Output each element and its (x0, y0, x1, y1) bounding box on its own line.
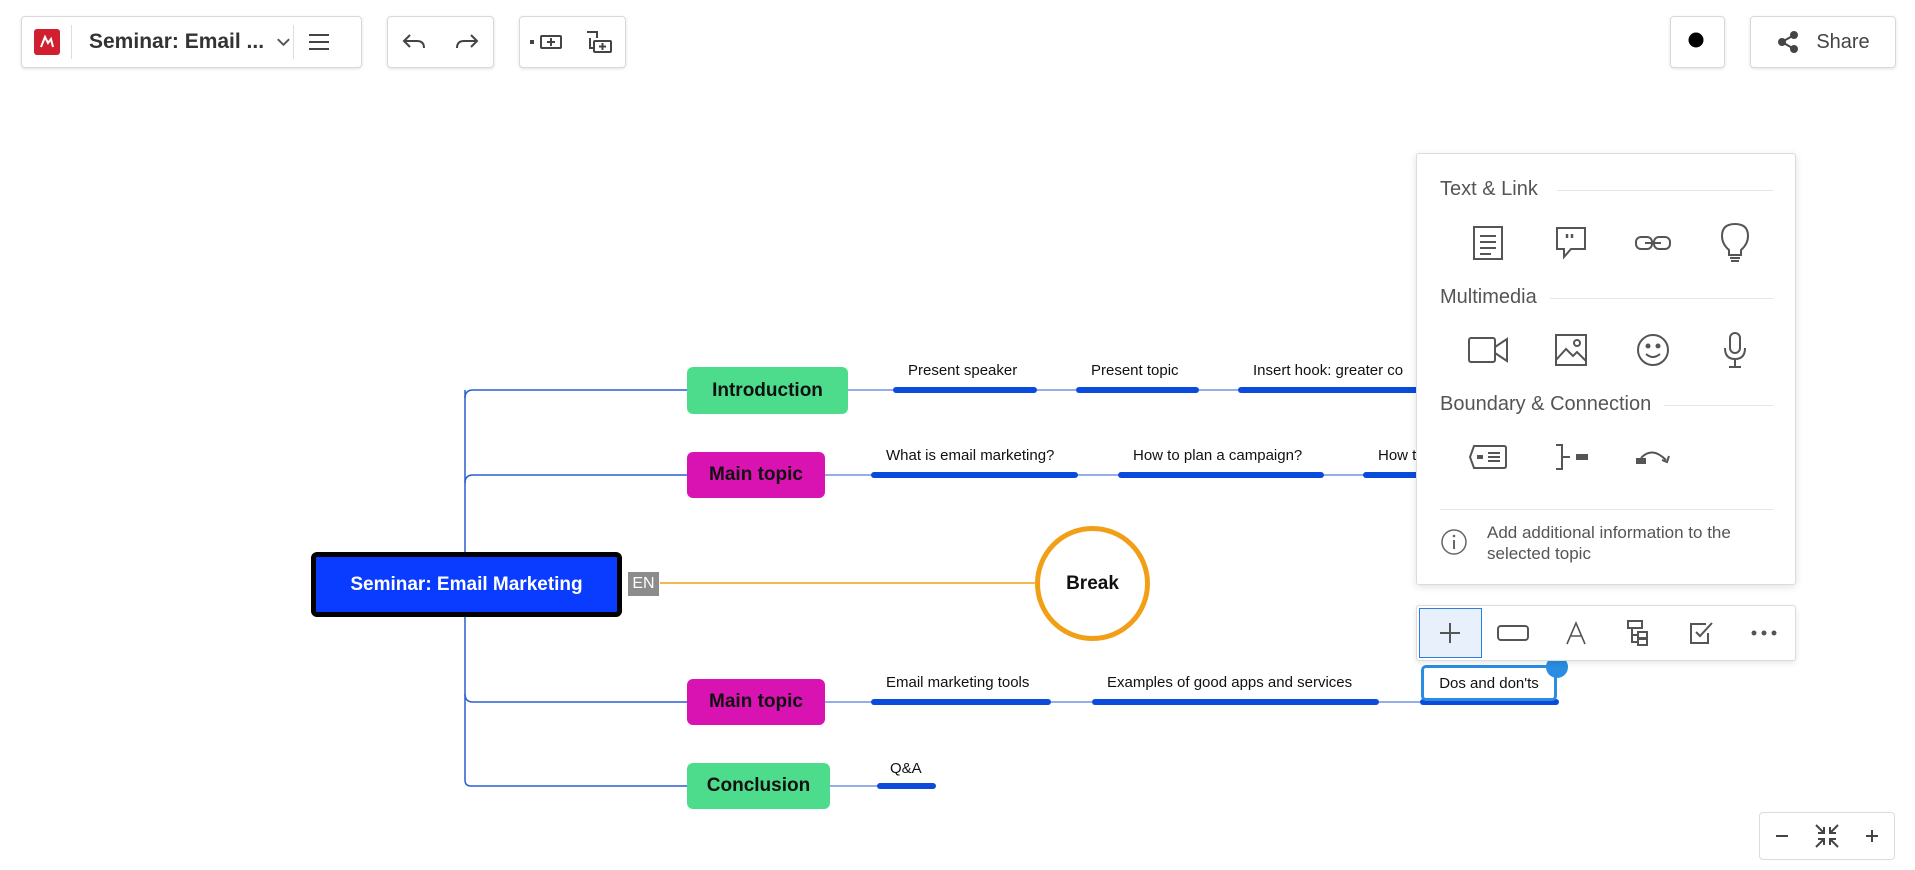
language-badge-label: EN (632, 575, 655, 592)
subtopic[interactable]: Present topic (1091, 362, 1179, 379)
selection-handle[interactable] (1546, 656, 1568, 678)
emoji-button[interactable] (1627, 324, 1679, 376)
notes-button[interactable] (1462, 217, 1514, 269)
root-topic-label: Seminar: Email Marketing (350, 573, 583, 595)
share-button[interactable]: Share (1750, 16, 1896, 68)
search-button[interactable] (1670, 16, 1725, 68)
branch-label: Introduction (712, 379, 823, 401)
redo-icon (455, 34, 479, 49)
checkbox-icon (1690, 622, 1713, 644)
section-title-boundary-connection: Boundary & Connection (1440, 393, 1652, 415)
branch-break[interactable]: Break (1035, 526, 1150, 641)
shape-button[interactable] (1482, 608, 1545, 658)
emoji-icon (1637, 334, 1669, 366)
plus-icon (1440, 623, 1461, 643)
share-icon (1778, 31, 1799, 53)
add-topic-icon (530, 35, 563, 49)
shape-icon (1497, 625, 1529, 641)
history-group (387, 16, 494, 68)
boundary-icon (1468, 445, 1507, 469)
insert-group (519, 16, 626, 68)
image-button[interactable] (1545, 324, 1597, 376)
zoom-in-button[interactable] (1852, 816, 1892, 856)
connection-icon (1636, 451, 1670, 464)
share-label: Share (1816, 30, 1870, 53)
notes-icon (1473, 226, 1503, 260)
video-button[interactable] (1462, 324, 1514, 376)
section-title-multimedia: Multimedia (1440, 286, 1537, 308)
branch-conclusion[interactable]: Conclusion (687, 763, 830, 809)
selected-subtopic-label: Dos and don'ts (1439, 674, 1539, 692)
info-text: Add additional information to the select… (1487, 523, 1731, 563)
layout-button[interactable] (1607, 608, 1670, 658)
subtopic[interactable]: How t (1378, 447, 1416, 464)
branch-main-topic-1[interactable]: Main topic (687, 452, 825, 498)
branch-label: Conclusion (706, 775, 811, 796)
selected-subtopic[interactable]: Dos and don'ts (1421, 665, 1557, 701)
subtopic[interactable]: How to plan a campaign? (1133, 447, 1303, 464)
more-button[interactable] (1732, 608, 1795, 658)
subtopic[interactable]: Present speaker (908, 362, 1018, 379)
redo-button[interactable] (442, 17, 492, 67)
subtopic[interactable]: Insert hook: greater co (1253, 362, 1404, 379)
branch-introduction[interactable]: Introduction (687, 367, 848, 414)
idea-icon (1720, 222, 1750, 262)
undo-button[interactable] (389, 17, 439, 67)
language-badge[interactable]: EN (628, 572, 659, 596)
section-title-text-link: Text & Link (1440, 178, 1538, 200)
video-icon (1468, 337, 1508, 363)
search-icon (1688, 32, 1708, 52)
link-button[interactable] (1627, 217, 1679, 269)
zoom-controls (1759, 812, 1895, 860)
branch-label: Main topic (709, 464, 803, 485)
connection-button[interactable] (1627, 431, 1679, 483)
font-icon (1565, 621, 1586, 645)
plus-icon (1865, 830, 1878, 842)
insert-topic-button[interactable] (521, 17, 571, 67)
app-logo-icon (40, 34, 54, 48)
add-subtopic-icon (586, 31, 612, 53)
add-element-button[interactable] (1419, 608, 1482, 658)
topic-toolbar (1416, 605, 1796, 661)
idea-button[interactable] (1709, 217, 1761, 269)
microphone-icon (1724, 332, 1746, 368)
subtopic[interactable]: Q&A (890, 760, 922, 777)
subtopic[interactable]: What is email marketing? (886, 447, 1055, 464)
minus-icon (1776, 835, 1789, 837)
app-logo[interactable] (34, 29, 60, 55)
zoom-out-button[interactable] (1762, 816, 1802, 856)
text-style-button[interactable] (1544, 608, 1607, 658)
more-icon (1751, 630, 1777, 636)
menu-button[interactable] (294, 17, 344, 67)
document-title: Seminar: Email ... (89, 30, 265, 53)
comment-icon (1556, 227, 1586, 260)
document-title-dropdown[interactable]: Seminar: Email ... (89, 30, 293, 54)
subtopic[interactable]: Examples of good apps and services (1107, 674, 1353, 691)
boundary-button[interactable] (1462, 431, 1514, 483)
summary-icon (1556, 444, 1588, 470)
collapse-icon (1815, 824, 1839, 848)
undo-icon (402, 34, 426, 49)
fit-to-screen-button[interactable] (1807, 816, 1847, 856)
info-icon (1440, 528, 1468, 556)
root-topic[interactable]: Seminar: Email Marketing (311, 552, 622, 617)
insert-subtopic-button[interactable] (574, 17, 624, 67)
branch-label: Break (1066, 572, 1119, 594)
subtopic[interactable]: Email marketing tools (886, 674, 1030, 691)
audio-button[interactable] (1709, 324, 1761, 376)
summary-button[interactable] (1545, 431, 1597, 483)
chevron-down-icon (277, 38, 290, 47)
link-icon (1635, 236, 1671, 250)
topic-elements-panel: Text & Link Multimedia Boundary & Connec… (1416, 153, 1796, 585)
comment-button[interactable] (1545, 217, 1597, 269)
branch-main-topic-2[interactable]: Main topic (687, 679, 825, 725)
task-button[interactable] (1670, 608, 1733, 658)
hamburger-icon (309, 34, 329, 50)
branch-label: Main topic (709, 691, 803, 712)
image-icon (1555, 334, 1587, 366)
structure-icon (1627, 620, 1649, 646)
document-menu: Seminar: Email ... (21, 16, 362, 68)
